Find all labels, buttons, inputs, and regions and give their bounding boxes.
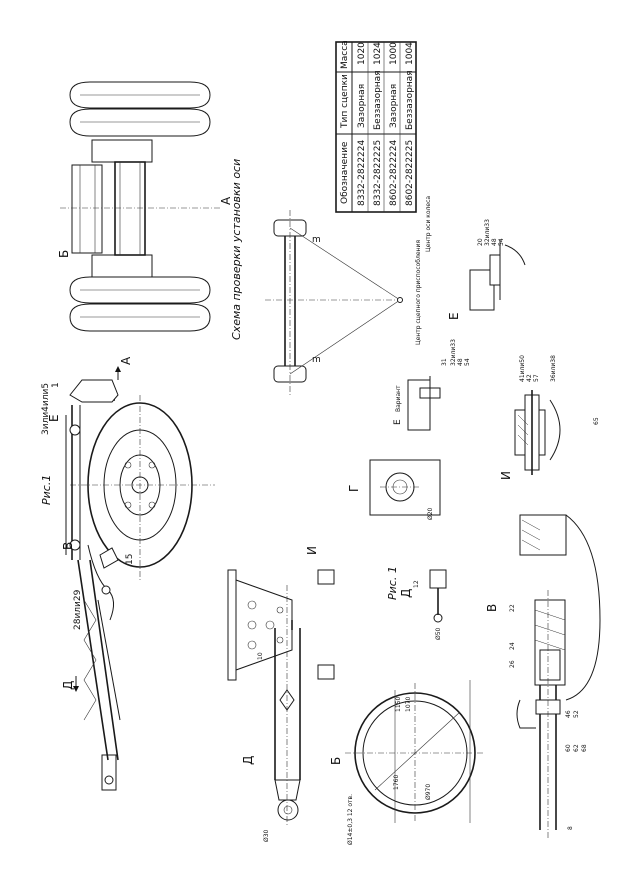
table-cell: 8602-2822224 [389, 139, 399, 206]
detail-g: Г Ø20 [347, 459, 441, 520]
drawbar-view-d: Д И 10 Ø30 [227, 546, 335, 842]
table-cell: Беззазорная [405, 70, 415, 130]
callout-54b: 54 [498, 238, 505, 246]
callout-15: 15 [125, 554, 135, 565]
dimension-d30: Ø30 [263, 829, 270, 842]
table-header: Масса [340, 40, 350, 69]
view-label-e: Е [47, 414, 61, 422]
callout-3or5: 3или4или5 [41, 383, 51, 435]
table-cell: 1020 [357, 42, 367, 65]
callout-24: 24 [509, 642, 516, 650]
view-label-d2: Д [399, 589, 413, 598]
table-cell: Беззазорная [373, 70, 383, 130]
axle-view-a: А Б [57, 81, 233, 332]
table-cell: Зазорная [357, 84, 367, 128]
callout-48: 48 [457, 358, 464, 366]
callout-22: 22 [509, 604, 516, 612]
dimension-d970: Ø970 [425, 784, 432, 800]
view-label-b2: Б [329, 757, 343, 765]
callout-8: 8 [567, 826, 574, 830]
view-label-v: В [61, 542, 75, 550]
callout-41or50: 41или50 [519, 355, 526, 382]
callout-1: 1 [51, 382, 61, 388]
table-cell: 8332-2822224 [357, 139, 367, 206]
table-cell: Зазорная [389, 84, 399, 128]
dimension-d20: Ø20 [427, 507, 434, 520]
dimension-1760: 1760 [393, 775, 400, 790]
view-label-i: И [499, 471, 513, 480]
dimension-1150: 1150 [395, 697, 402, 712]
dimension-1070: 1070 [405, 697, 412, 712]
callout-28or29: 28или29 [73, 589, 83, 630]
detail-d-small: Рис. 1 Д 12 Ø50 [386, 566, 447, 640]
dimension-d50: Ø50 [435, 627, 442, 640]
flange-view-b: Б 1150 1070 Ø970 1760 Ø14±0,3 12 отв. [329, 680, 485, 845]
detail-v: В 22 24 26 46 52 60 62 68 8 [485, 514, 601, 840]
callout-68: 68 [581, 744, 588, 752]
view-label-d: Д [61, 681, 75, 690]
callout-54: 54 [464, 358, 471, 366]
callout-12: 12 [413, 580, 420, 588]
callout-20: 20 [477, 238, 484, 246]
callout-48b: 48 [491, 238, 498, 246]
view-label-b: Б [57, 250, 71, 258]
callout-32or33b: 32или33 [484, 219, 491, 246]
figure-title: Рис.1 [40, 475, 53, 505]
dimension-m2: m [312, 355, 321, 365]
callout-36or38: 36или38 [550, 355, 557, 382]
variant-label: Вариант [395, 385, 402, 412]
callout-65: 65 [593, 417, 600, 425]
dimension-m: m [312, 235, 321, 245]
view-label-a2: А [119, 356, 133, 365]
scheme-note-wheel: Центр оси колеса [425, 196, 432, 252]
callout-46: 46 [565, 710, 572, 718]
view-label-v2: В [485, 604, 499, 612]
table-header: Тип сцепки [340, 74, 350, 129]
alignment-scheme: Схема проверки установки оси Центр сцепн… [230, 159, 432, 395]
callout-60: 60 [565, 744, 572, 752]
view-label-e2: Е [393, 419, 403, 425]
view-label-d3: Д [241, 756, 255, 765]
callout-31: 31 [441, 358, 448, 366]
spec-table: Обозначение Тип сцепки Масса 8332-282222… [335, 40, 417, 213]
table-cell: 8602-2822225 [405, 140, 415, 206]
callout-10: 10 [257, 652, 264, 660]
table-cell: 1000 [389, 42, 399, 65]
callout-42: 42 [526, 374, 533, 382]
scheme-caption: Схема проверки установки оси [230, 159, 243, 340]
callout-62: 62 [573, 744, 580, 752]
table-cell: 8332-2822225 [373, 140, 383, 206]
view-label-e3: Е [447, 312, 461, 320]
callout-32or33: 32или33 [450, 339, 457, 366]
view-label-a: А [219, 196, 233, 205]
table-cell: 1004 [405, 42, 415, 65]
detail-e: Е Вариант 31 32или33 48 54 Е 20 32или33 … [393, 219, 526, 431]
dimension-holes: Ø14±0,3 12 отв. [347, 794, 354, 845]
table-cell: 1024 [373, 42, 383, 65]
view-label-i2: И [305, 546, 319, 555]
callout-57: 57 [533, 374, 540, 382]
figure-title-2: Рис. 1 [386, 566, 399, 600]
detail-i: И 41или50 42 57 36или38 65 [499, 355, 600, 480]
table-header: Обозначение [340, 141, 350, 204]
callout-52: 52 [573, 710, 580, 718]
callout-26: 26 [509, 660, 516, 668]
scheme-note-center: Центр сцепного приспособления [415, 240, 422, 345]
side-view: Рис.1 А Е В Д 1 3или4или5 15 28или29 [40, 356, 215, 791]
view-label-g: Г [347, 485, 361, 492]
